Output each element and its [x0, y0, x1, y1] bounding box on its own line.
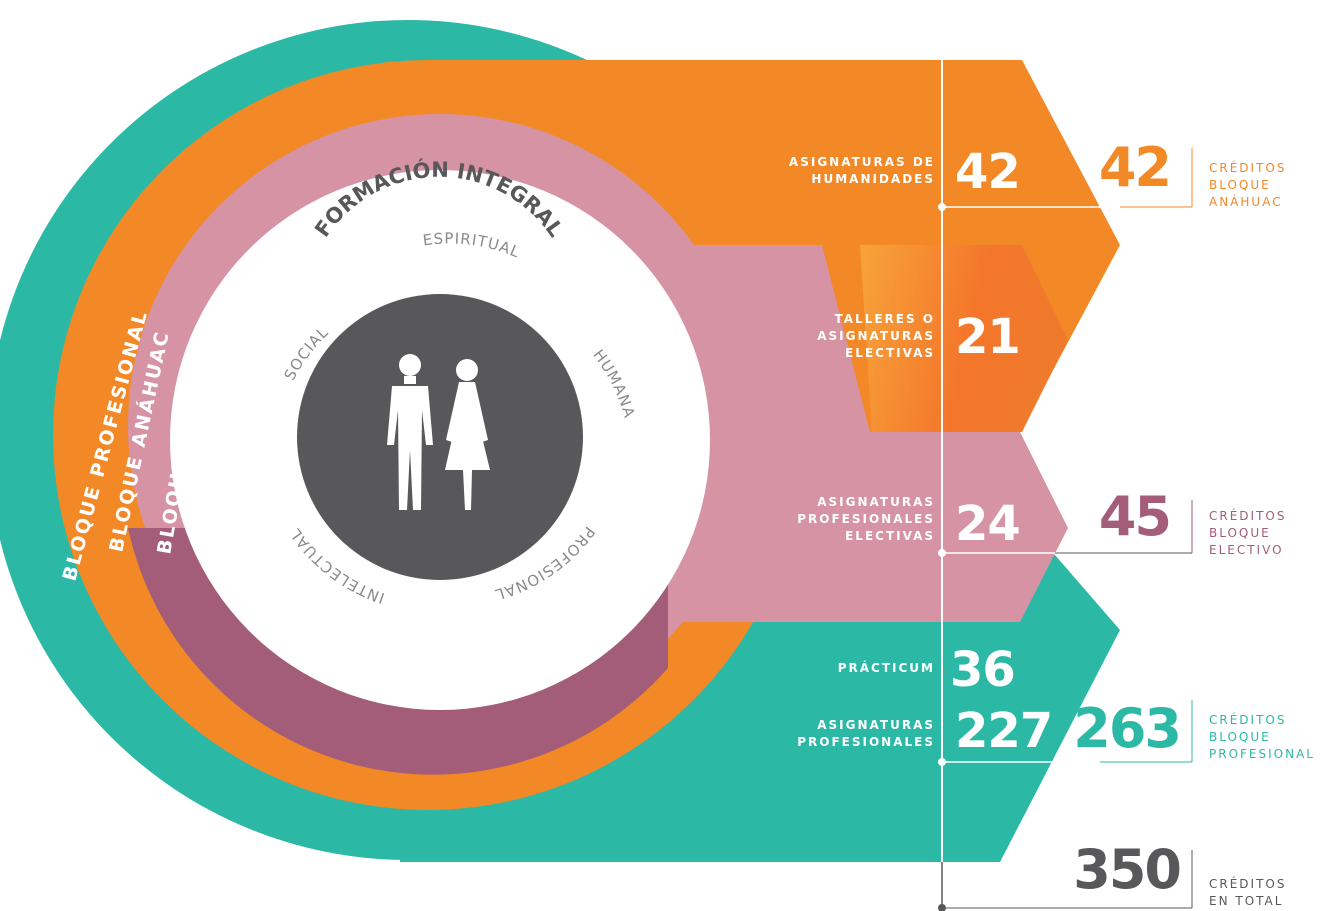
total-creditos: 350 — [1073, 838, 1182, 901]
separator-lines — [942, 148, 1193, 909]
row-value-profesionales: 227 — [955, 703, 1053, 759]
axis-dots — [938, 203, 946, 911]
row-value-talleres: 21 — [955, 309, 1021, 365]
row-label-practicum: PRÁCTICUM — [837, 661, 935, 675]
total-anahuac: 42 — [1098, 136, 1172, 199]
row-value-practicum: 36 — [950, 642, 1016, 698]
row-value-profesionales-electivas: 24 — [955, 496, 1021, 552]
people-icon — [387, 354, 490, 510]
total-electivo: 45 — [1098, 485, 1172, 548]
total-profesional: 263 — [1073, 697, 1182, 760]
core-circle — [297, 294, 583, 580]
row-value-humanidades: 42 — [955, 144, 1021, 200]
